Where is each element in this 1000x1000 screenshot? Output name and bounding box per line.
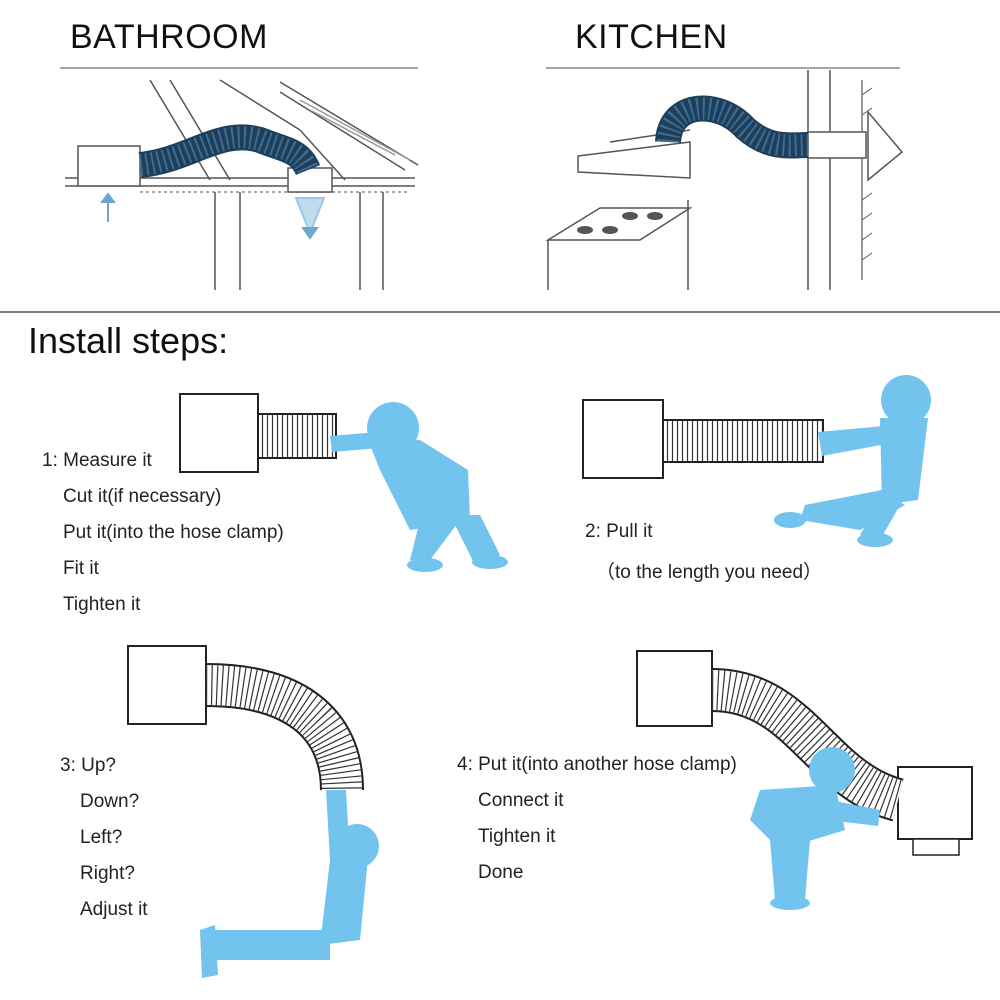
step1-line-4: Fit it bbox=[63, 558, 99, 579]
step3-line-1: 3: Up? bbox=[60, 755, 116, 776]
step2-illustration bbox=[582, 375, 931, 547]
step3-housing-box bbox=[127, 645, 207, 725]
siding-slats bbox=[861, 87, 873, 261]
step1-line-1: 1: Measure it bbox=[42, 450, 152, 471]
step4-illustration bbox=[636, 650, 973, 910]
step3-line-4: Right? bbox=[80, 863, 135, 884]
step1-hose bbox=[257, 413, 337, 459]
step2-housing-box bbox=[582, 399, 664, 479]
step2-line-2: （to the length you need） bbox=[596, 562, 823, 583]
bathroom-heading: BATHROOM bbox=[70, 18, 268, 56]
stove-burners bbox=[577, 212, 663, 234]
step2-person bbox=[774, 375, 931, 547]
step3-line-2: Down? bbox=[80, 791, 140, 812]
install-steps-title: Install steps: bbox=[28, 320, 229, 361]
airflow-arrows bbox=[100, 192, 326, 240]
step1-line-2: Cut it(if necessary) bbox=[63, 486, 222, 507]
step2-hose bbox=[662, 419, 824, 463]
step4-line-4: Done bbox=[478, 862, 524, 883]
step1-person bbox=[330, 402, 508, 572]
step4-line-1: 4: Put it(into another hose clamp) bbox=[457, 754, 737, 775]
step4-person bbox=[750, 747, 880, 910]
step3-person bbox=[200, 790, 379, 978]
step4-housing-box-left bbox=[636, 650, 713, 727]
step1-housing-box bbox=[179, 393, 259, 473]
step1-line-3: Put it(into the hose clamp) bbox=[63, 522, 284, 543]
step3-line-5: Adjust it bbox=[80, 899, 148, 920]
step4-housing-box-right bbox=[897, 766, 973, 840]
step3-line-3: Left? bbox=[80, 827, 123, 848]
step3-illustration bbox=[127, 645, 379, 978]
step1-line-5: Tighten it bbox=[63, 594, 141, 615]
step4-line-3: Tighten it bbox=[478, 826, 556, 847]
bathroom-illustration bbox=[65, 79, 419, 290]
step2-line-1: 2: Pull it bbox=[585, 521, 653, 542]
kitchen-heading: KITCHEN bbox=[575, 18, 728, 56]
step4-line-2: Connect it bbox=[478, 790, 564, 811]
step1-illustration bbox=[179, 393, 508, 572]
